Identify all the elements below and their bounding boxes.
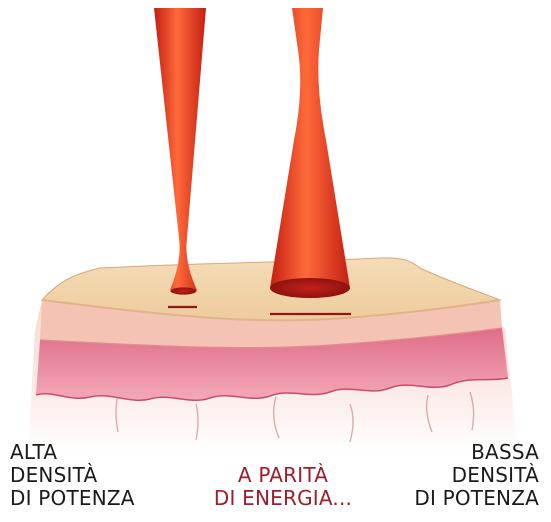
narrow-laser-beam bbox=[154, 8, 206, 290]
left-caption: ALTA DENSITÀ DI POTENZA bbox=[10, 441, 135, 510]
narrow-beam-spot bbox=[171, 287, 197, 294]
left-caption-line: ALTA bbox=[10, 441, 135, 464]
center-caption-line: A PARITÀ bbox=[196, 464, 370, 487]
wide-beam-spot bbox=[270, 278, 350, 298]
right-caption: BASSA DENSITÀ DI POTENZA bbox=[414, 441, 539, 510]
center-caption: A PARITÀ DI ENERGIA... bbox=[196, 464, 370, 510]
wide-laser-beam bbox=[270, 8, 350, 288]
right-caption-line: DENSITÀ bbox=[414, 464, 539, 487]
right-caption-line: DI POTENZA bbox=[414, 487, 539, 510]
center-caption-line: DI ENERGIA... bbox=[196, 487, 370, 510]
right-caption-line: BASSA bbox=[414, 441, 539, 464]
left-caption-line: DENSITÀ bbox=[10, 464, 135, 487]
left-caption-line: DI POTENZA bbox=[10, 487, 135, 510]
